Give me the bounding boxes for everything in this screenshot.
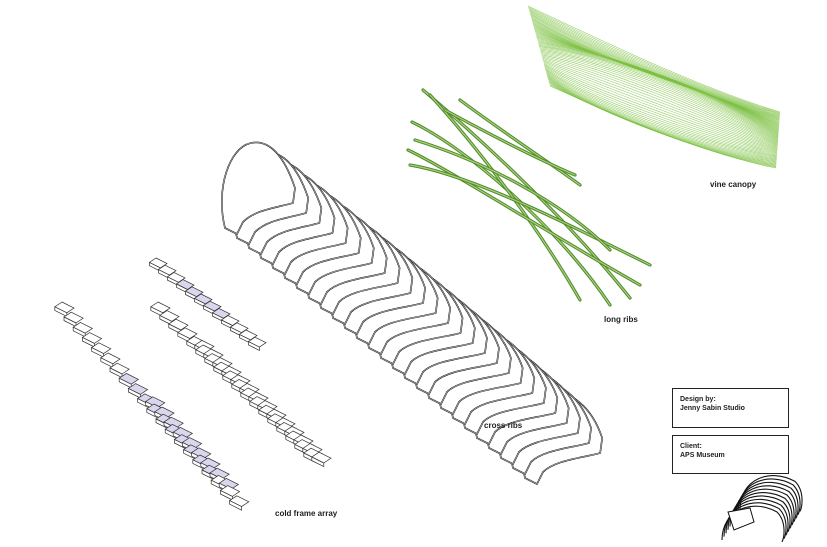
design-credit-box: Design by: Jenny Sabin Studio	[672, 388, 789, 428]
canopy-strand	[546, 71, 777, 159]
cold-frame-array-label: cold frame array	[275, 509, 338, 518]
canopy-strand	[544, 64, 778, 154]
cold-frame-array-layer	[54, 257, 332, 511]
canopy-strand	[544, 66, 778, 155]
canopy-strand	[547, 76, 777, 162]
canopy-strand	[542, 57, 778, 149]
canopy-strand	[537, 40, 779, 137]
vine-canopy-layer	[527, 5, 781, 169]
cross-rib-inner	[221, 142, 296, 235]
canopy-strand	[528, 9, 780, 115]
canopy-strand	[538, 43, 779, 140]
long-rib	[408, 163, 652, 267]
thumbnail-profile	[739, 475, 803, 512]
cold-frame-cell-side	[248, 341, 260, 351]
canopy-strand	[541, 53, 778, 146]
canopy-strand	[528, 6, 781, 114]
canopy-strand	[527, 5, 781, 113]
cross-ribs-layer	[221, 141, 603, 485]
long-rib-highlight	[407, 149, 641, 286]
canopy-strand	[543, 63, 778, 153]
canopy-strand	[541, 54, 778, 147]
canopy-strand	[540, 50, 778, 144]
design-credit-value: Jenny Sabin Studio	[680, 405, 745, 412]
canopy-strand	[529, 12, 780, 118]
long-rib-highlight	[409, 164, 651, 266]
cold-frame-cell-side	[311, 456, 325, 468]
canopy-strand	[544, 67, 777, 156]
canopy-strand	[539, 47, 779, 142]
canopy-strand	[543, 61, 778, 152]
long-rib-highlight	[414, 139, 611, 251]
client-credit-value: APS Museum	[680, 452, 725, 459]
thumbnail-panel	[727, 507, 755, 531]
long-ribs-label: long ribs	[604, 315, 638, 324]
canopy-strand	[545, 70, 777, 158]
canopy-strand	[546, 75, 777, 161]
canopy-strand	[549, 85, 777, 169]
canopy-strand	[528, 8, 780, 114]
long-rib-highlight	[429, 94, 581, 301]
design-credit-heading: Design by:	[680, 396, 716, 403]
canopy-strand	[545, 69, 777, 157]
canopy-strand	[529, 10, 780, 116]
canopy-strand	[541, 55, 778, 148]
canopy-strand	[545, 68, 777, 157]
canopy-strand	[537, 41, 779, 138]
long-rib-highlight	[459, 99, 581, 186]
canopy-strand	[540, 49, 778, 144]
long-rib	[443, 108, 577, 177]
canopy-strand	[546, 74, 777, 161]
long-rib-highlight	[444, 109, 576, 176]
cold-frame-cell-side	[229, 500, 242, 511]
canopy-strand	[541, 56, 778, 148]
client-credit-heading: Client:	[680, 443, 702, 450]
canopy-strand	[529, 11, 780, 117]
canopy-strand	[547, 77, 777, 163]
canopy-strand	[538, 45, 779, 140]
cross-ribs-label: cross ribs	[484, 421, 523, 430]
canopy-strand	[543, 62, 778, 153]
canopy-strand	[542, 60, 778, 151]
canopy-strand	[546, 73, 777, 160]
vine-canopy-label: vine canopy	[710, 180, 757, 189]
long-rib-highlight	[411, 121, 611, 306]
canopy-strand	[539, 46, 779, 141]
client-credit-box: Client: APS Museum	[672, 435, 789, 474]
long-ribs-layer	[406, 88, 652, 307]
overview-thumbnail	[712, 475, 803, 544]
canopy-strand	[540, 52, 778, 145]
canopy-strand	[538, 42, 779, 139]
canopy-strand	[542, 59, 778, 150]
canopy-strand	[539, 48, 779, 143]
